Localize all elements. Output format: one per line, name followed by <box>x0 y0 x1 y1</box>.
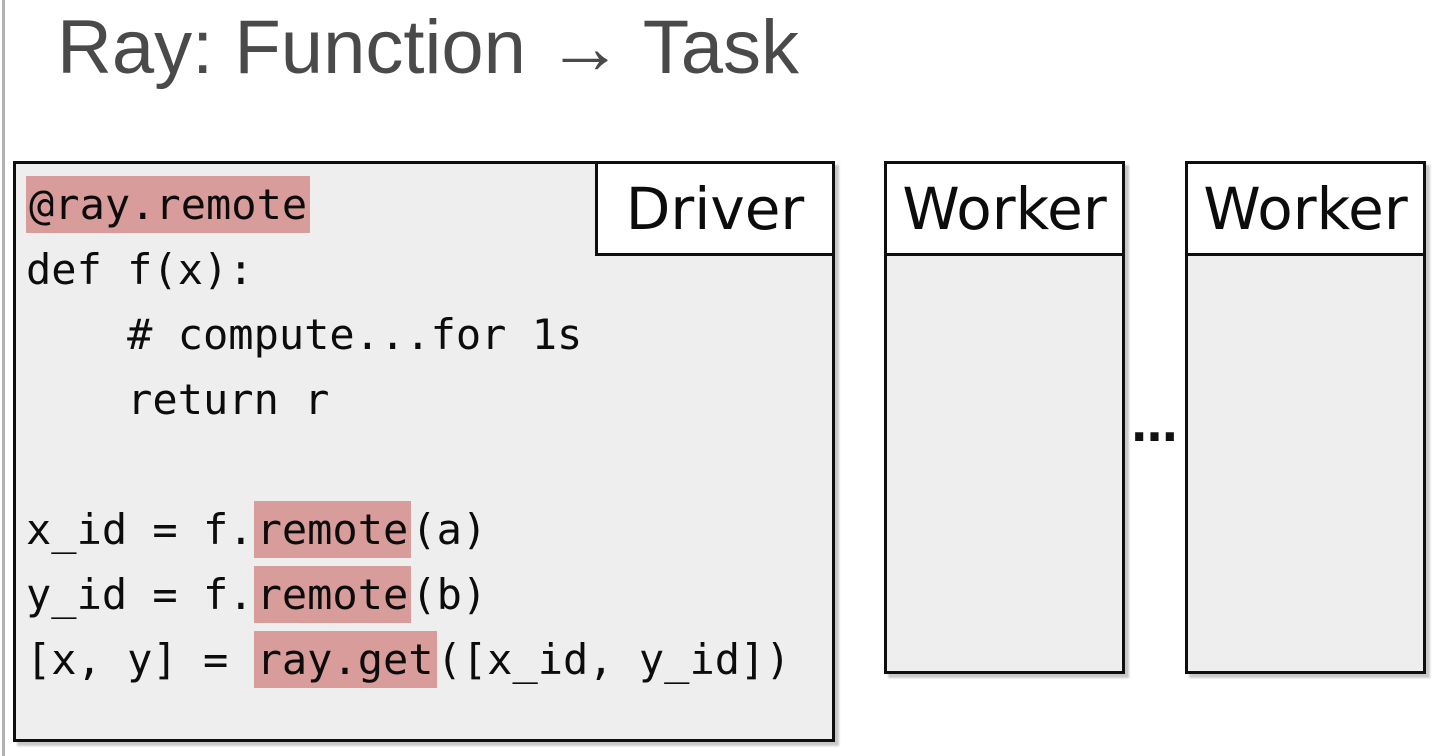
slide-title: Ray: Function → Task <box>57 5 800 90</box>
worker-1-header: Worker <box>887 164 1122 256</box>
driver-label: Driver <box>595 161 835 256</box>
code-text: def f(x): <box>26 245 254 294</box>
code-text: y_id = f. <box>26 570 254 619</box>
code-line-8: [x, y] = ray.get([x_id, y_id]) <box>26 627 832 692</box>
worker-1-body <box>887 256 1122 671</box>
worker-box-1: Worker <box>884 161 1125 674</box>
code-highlight: ray.get <box>253 631 437 688</box>
code-text: [x, y] = <box>26 635 254 684</box>
code-text: x_id = f. <box>26 505 254 554</box>
driver-code-box: @ray.remote def f(x): # compute...for 1s… <box>13 161 835 742</box>
code-highlight: remote <box>253 566 412 623</box>
code-line-4: return r <box>26 367 832 432</box>
code-highlight: remote <box>253 501 412 558</box>
code-text: (a) <box>411 505 488 554</box>
code-line-2: def f(x): <box>26 237 832 302</box>
worker-1-label-text: Worker <box>902 174 1107 243</box>
code-text: # compute...for 1s <box>26 310 583 359</box>
code-text: (b) <box>411 570 488 619</box>
workers-ellipsis: … <box>1131 398 1178 452</box>
code-line-5 <box>26 432 832 497</box>
worker-2-header: Worker <box>1188 164 1423 256</box>
code-highlight: @ray.remote <box>26 176 311 233</box>
worker-2-body <box>1188 256 1423 671</box>
code-line-1: @ray.remote <box>26 172 832 237</box>
driver-label-text: Driver <box>625 174 805 243</box>
code-line-6: x_id = f.remote(a) <box>26 497 832 562</box>
slide-edge-line <box>2 0 5 756</box>
code-line-3: # compute...for 1s <box>26 302 832 367</box>
code-line-7: y_id = f.remote(b) <box>26 562 832 627</box>
code-text: return r <box>26 375 330 424</box>
worker-box-2: Worker <box>1185 161 1426 674</box>
worker-2-label-text: Worker <box>1203 174 1408 243</box>
code-text: ([x_id, y_id]) <box>436 635 791 684</box>
code-block: @ray.remote def f(x): # compute...for 1s… <box>16 164 832 692</box>
